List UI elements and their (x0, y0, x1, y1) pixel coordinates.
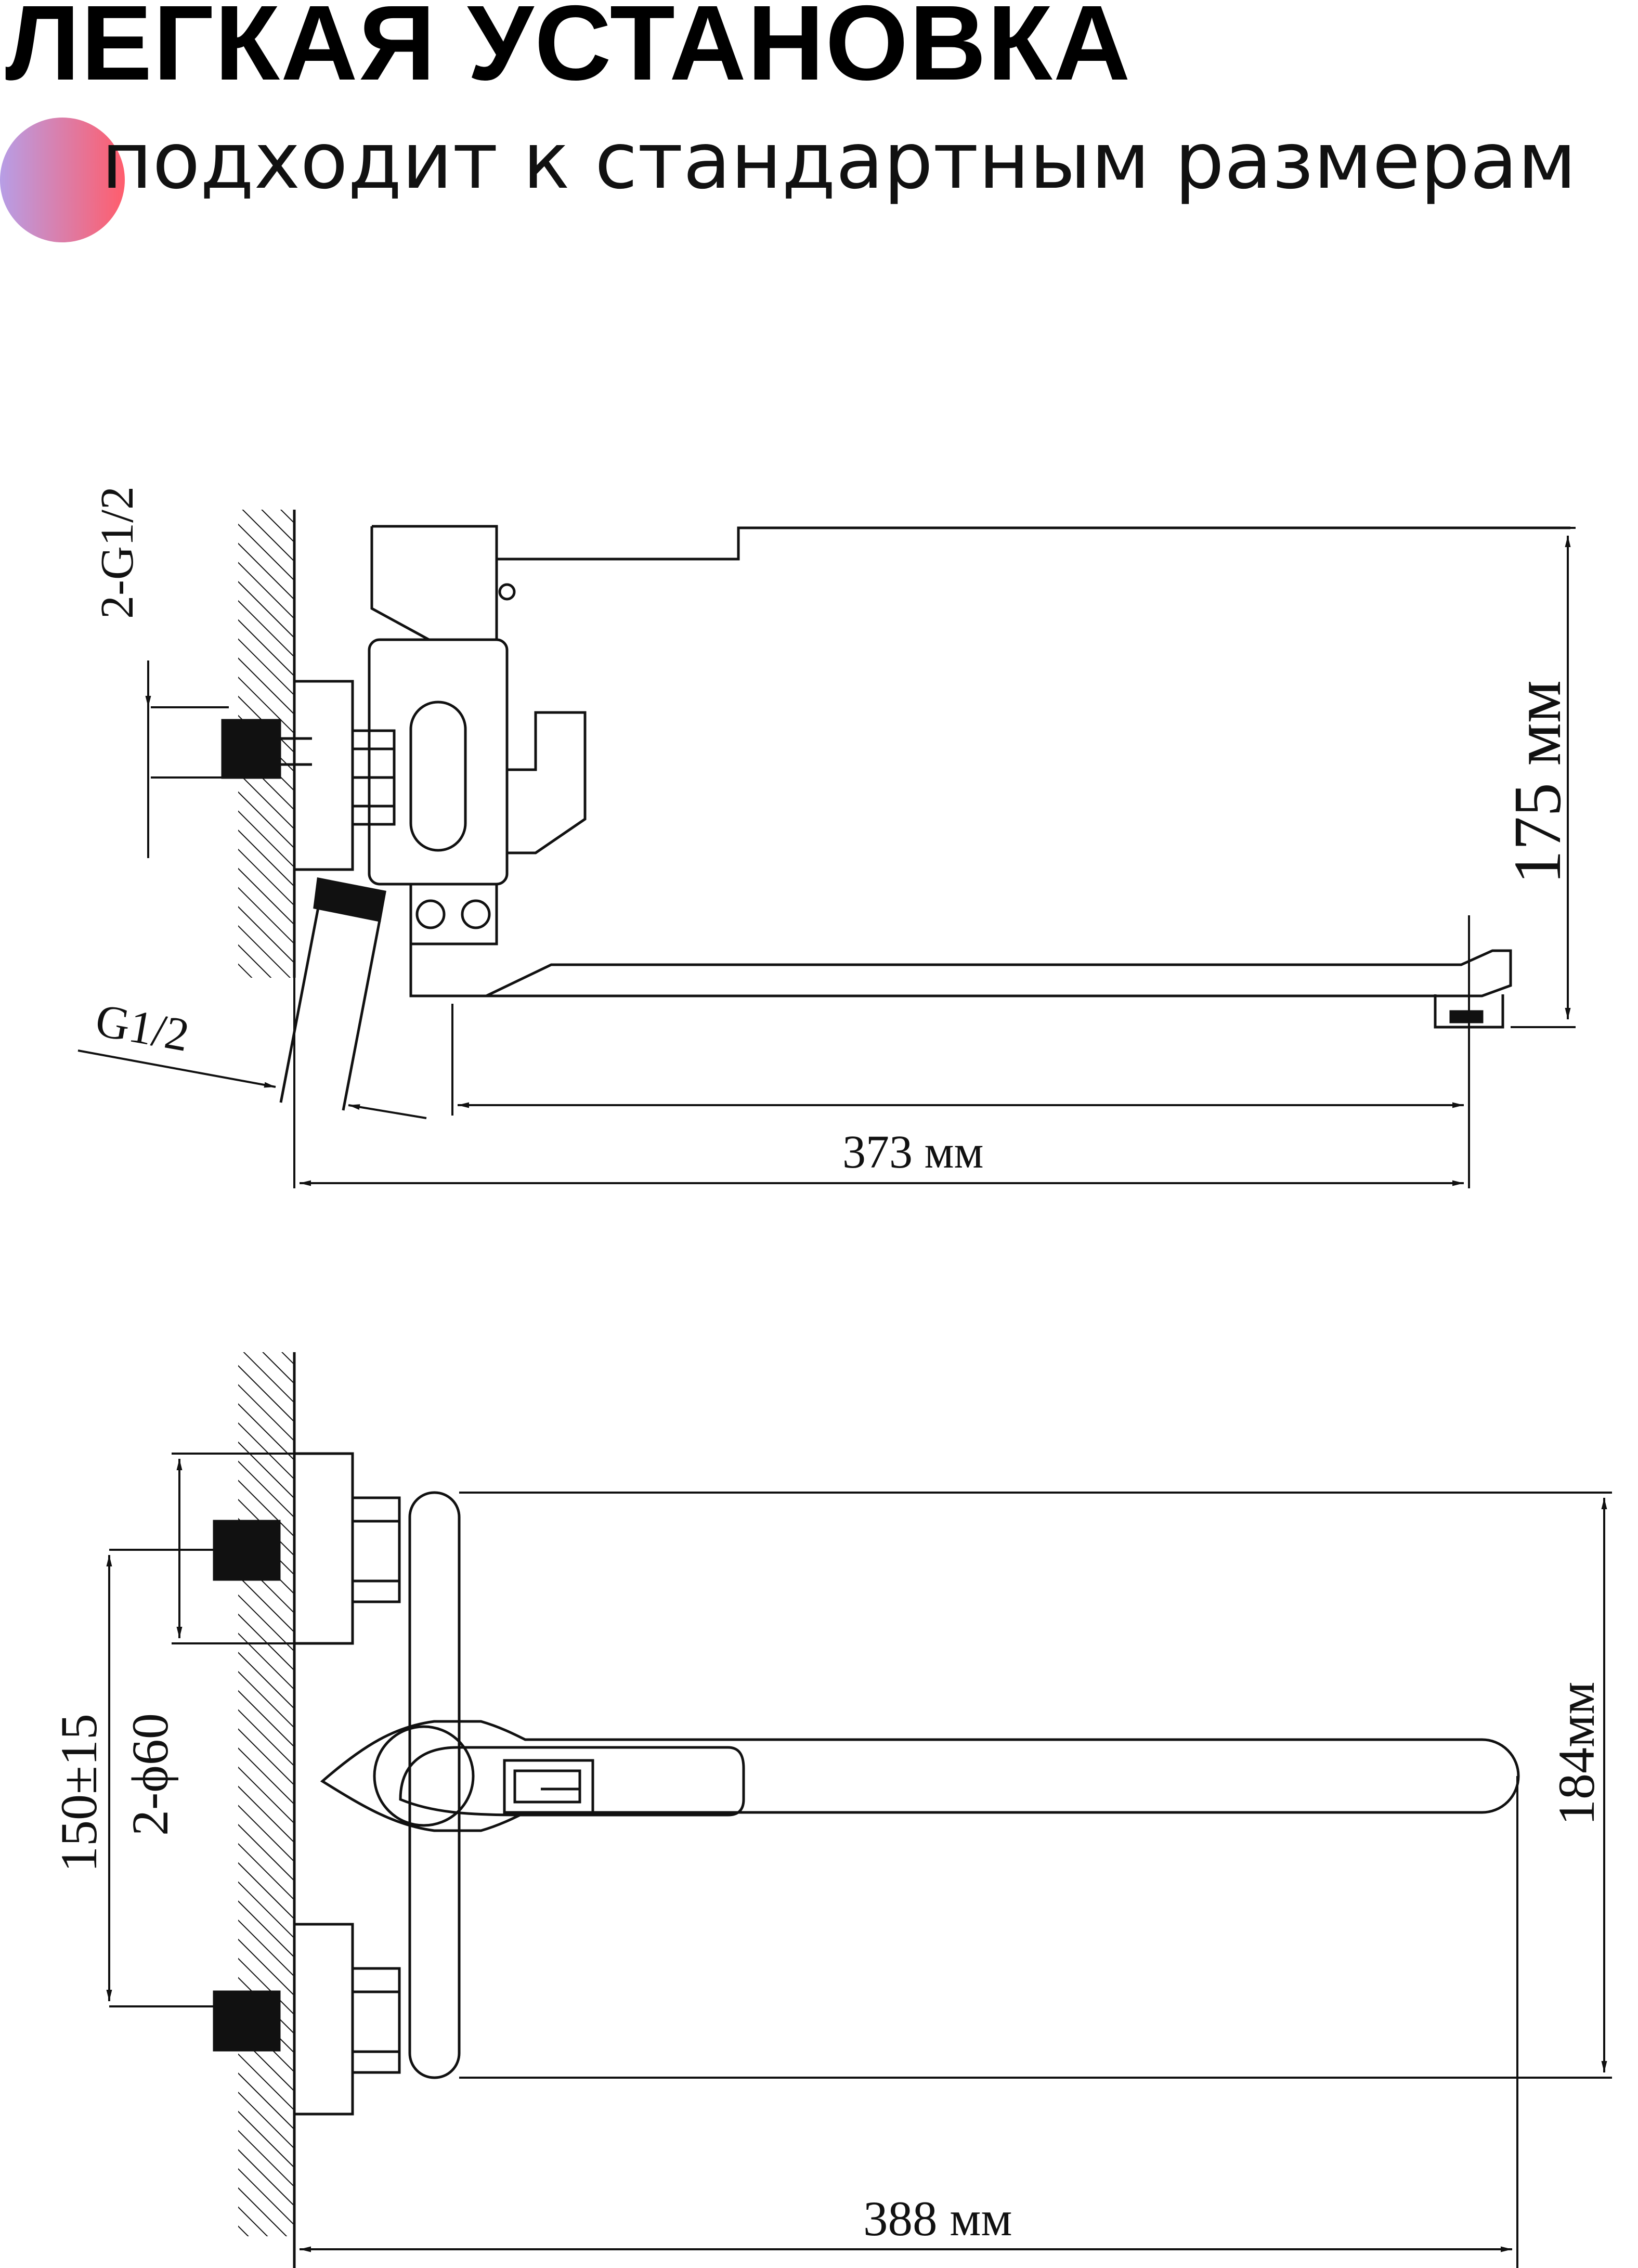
hose-thread (313, 877, 386, 922)
coupling (409, 883, 498, 945)
body-slot (409, 701, 467, 852)
lower-flange (293, 1923, 354, 2116)
outlet-label: G1/2 (92, 994, 193, 1061)
lever-top (372, 525, 1570, 561)
body (368, 638, 509, 886)
thread-block (221, 719, 281, 779)
connection-label: 2-G1/2 (92, 486, 143, 619)
lever-top-view (399, 1746, 745, 1817)
upper-flange (293, 1452, 354, 1645)
page-title: ЛЕГКАЯ УСТАНОВКА (5, 0, 1132, 102)
lever-window (503, 1759, 594, 1814)
mixer-body (408, 1491, 461, 2079)
flange-label: 2-ϕ60 (121, 1713, 179, 1836)
spacing-label: 150±15 (50, 1714, 108, 1872)
page-subtitle: подходит к стандартным размерам (101, 116, 1577, 206)
flange (293, 680, 354, 871)
depth-label: 184мм (1548, 1681, 1605, 1825)
height-label: 175 мм (1500, 680, 1575, 884)
top-length-label: 388 мм (863, 2191, 1012, 2246)
side-view (77, 510, 1576, 1188)
top-view (106, 1352, 1612, 2268)
top-wall-hatch (238, 1352, 294, 2236)
spout (409, 944, 1512, 997)
side-length-label: 373 мм (842, 1126, 983, 1178)
accent-dot (0, 118, 125, 242)
